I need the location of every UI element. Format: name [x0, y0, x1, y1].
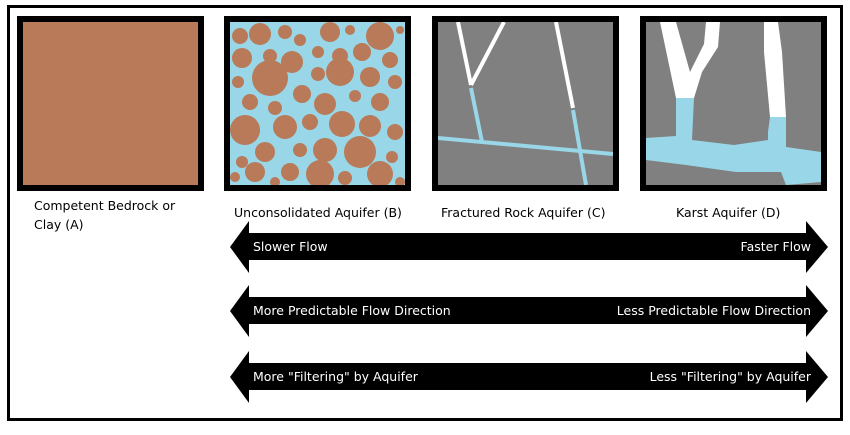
caption-fractured-rock-aquifer: Fractured Rock Aquifer (C) [441, 205, 606, 220]
scale-right-label: Faster Flow [740, 239, 811, 254]
scale-left-label: More "Filtering" by Aquifer [253, 369, 418, 384]
panel-unconsolidated-aquifer [224, 16, 411, 191]
caption-line-1: Competent Bedrock or [34, 198, 176, 213]
scale-left-label: More Predictable Flow Direction [253, 303, 451, 318]
scale-arrow-flow-speed: Slower Flow Faster Flow [230, 221, 828, 273]
caption-karst-aquifer: Karst Aquifer (D) [676, 205, 781, 220]
panel-karst-aquifer [640, 16, 827, 191]
scale-right-label: Less "Filtering" by Aquifer [649, 369, 811, 384]
double-arrow-icon [230, 285, 828, 337]
karst-illustration [646, 22, 821, 185]
fractured-rock-illustration [438, 22, 613, 185]
caption-unconsolidated-aquifer: Unconsolidated Aquifer (B) [234, 205, 402, 220]
scale-left-label: Slower Flow [253, 239, 328, 254]
scale-right-label: Less Predictable Flow Direction [616, 303, 811, 318]
caption-line-2: Clay (A) [34, 217, 84, 232]
panel-fractured-rock-aquifer [432, 16, 619, 191]
double-arrow-icon [230, 351, 828, 403]
bedrock-illustration [23, 22, 198, 185]
scale-arrow-filtering: More "Filtering" by Aquifer Less "Filter… [230, 351, 828, 403]
scale-arrow-flow-predictability: More Predictable Flow Direction Less Pre… [230, 285, 828, 337]
diagram-frame [7, 5, 843, 421]
double-arrow-icon [230, 221, 828, 273]
caption-bedrock-clay: Competent Bedrock or Clay (A) [34, 196, 175, 234]
panel-bedrock-clay [17, 16, 204, 191]
unconsolidated-illustration [230, 22, 405, 185]
